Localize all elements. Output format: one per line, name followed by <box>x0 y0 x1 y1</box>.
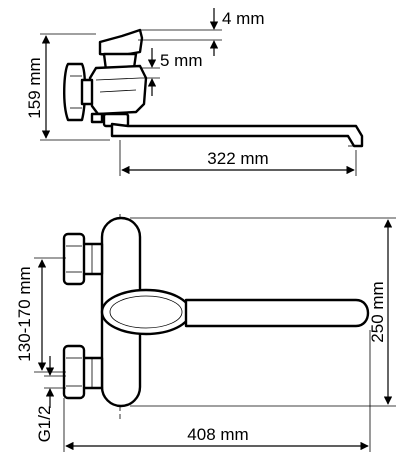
dim-250-label: 250 mm <box>368 281 387 342</box>
lever-handle <box>98 28 144 58</box>
spout <box>110 122 364 148</box>
dim-130-170-label: 130-170 mm <box>15 266 34 361</box>
dim-4-label: 4 mm <box>222 9 265 28</box>
body-line <box>99 89 137 93</box>
lever-front <box>100 288 192 336</box>
valve-knob <box>62 232 86 286</box>
dim-thread-label: G1/2 <box>35 406 54 443</box>
side-view: 159 mm 4 mm 5 mm 322 mm <box>25 8 364 176</box>
outlet-nipple <box>90 112 104 124</box>
dim-408-label: 408 mm <box>187 425 248 444</box>
lower-valve <box>62 344 104 400</box>
upper-valve <box>62 232 104 286</box>
dim-322-label: 322 mm <box>207 149 268 168</box>
front-view: 250 mm 130-170 mm G1/2 408 mm <box>15 214 396 452</box>
dim-5-label: 5 mm <box>160 51 203 70</box>
valve-knob <box>62 344 86 400</box>
dim-159-label: 159 mm <box>25 57 44 118</box>
mixer-body <box>88 64 148 116</box>
lever-inner <box>109 295 183 329</box>
wall-valve-knob <box>63 62 87 122</box>
body-line <box>95 77 141 81</box>
spout-front <box>184 298 370 328</box>
connector <box>80 78 94 106</box>
